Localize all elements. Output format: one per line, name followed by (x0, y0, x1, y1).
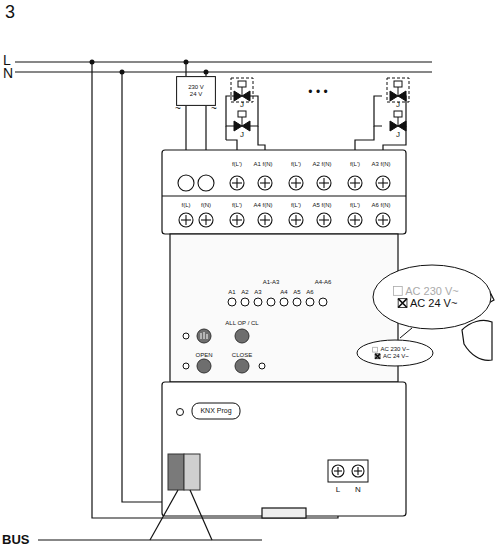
terminal-label: f(L') (350, 161, 360, 167)
node-text: AC 230 V~ (405, 285, 459, 297)
zoom-callout: AC 230 V~AC 24 V~ (372, 264, 492, 330)
terminal-label: A6 f(N) (371, 202, 390, 208)
valve-symbol-text: J (240, 131, 244, 139)
terminal-label: OPEN (195, 352, 212, 358)
terminal-label: A3 (254, 289, 261, 295)
terminal-label: A1 f(N) (253, 161, 272, 167)
terminal-label: f(N) (201, 202, 211, 208)
terminal-label: f(L') (291, 161, 301, 167)
terminal-label: f(L) (182, 202, 191, 208)
terminal-label: A4-A6 (315, 279, 332, 285)
line-label: L (3, 53, 11, 67)
node-text: 24 V (190, 91, 202, 98)
terminal-label: A6 (306, 289, 313, 295)
terminal-label: f(L') (232, 202, 242, 208)
valve-symbol-text: J (240, 101, 244, 109)
terminal-label: f(L') (350, 202, 360, 208)
terminal-label: A5 f(N) (312, 202, 331, 208)
terminal-label: f(L') (232, 161, 242, 167)
figure-number: 3 (5, 3, 15, 21)
terminal-label: • • • (308, 86, 327, 98)
terminal-label: A4 (280, 289, 287, 295)
terminal-label: ALL OP / CL (225, 320, 258, 326)
terminal-label: A1 (228, 289, 235, 295)
terminal-label: A4 f(N) (253, 202, 272, 208)
terminal-label: BUS (2, 533, 29, 546)
terminal-label: A2 f(N) (312, 161, 331, 167)
transformer-box: 230 V24 V (176, 76, 216, 106)
node-text: AC 230 V~ (380, 346, 409, 353)
node-text: AC 24 V~ (381, 353, 409, 360)
terminal-label: N (355, 486, 361, 494)
terminal-label: L (336, 486, 340, 494)
node-text: AC 24 V~ (407, 297, 458, 309)
terminal-label: A1-A3 (263, 279, 280, 285)
terminal-label: A3 f(N) (371, 161, 390, 167)
terminal-label: A2 (241, 289, 248, 295)
terminal-label: CLOSE (232, 352, 252, 358)
voltage-selector-label: AC 230 V~AC 24 V~ (356, 339, 434, 367)
terminal-label: A5 (293, 289, 300, 295)
valve-symbol-text: J (396, 101, 400, 109)
valve-symbol-text: J (396, 131, 400, 139)
node-text: 230 V (188, 84, 204, 91)
line-label: N (3, 66, 13, 80)
terminal-label: KNX Prog (200, 407, 231, 414)
terminal-label: f(L') (291, 202, 301, 208)
